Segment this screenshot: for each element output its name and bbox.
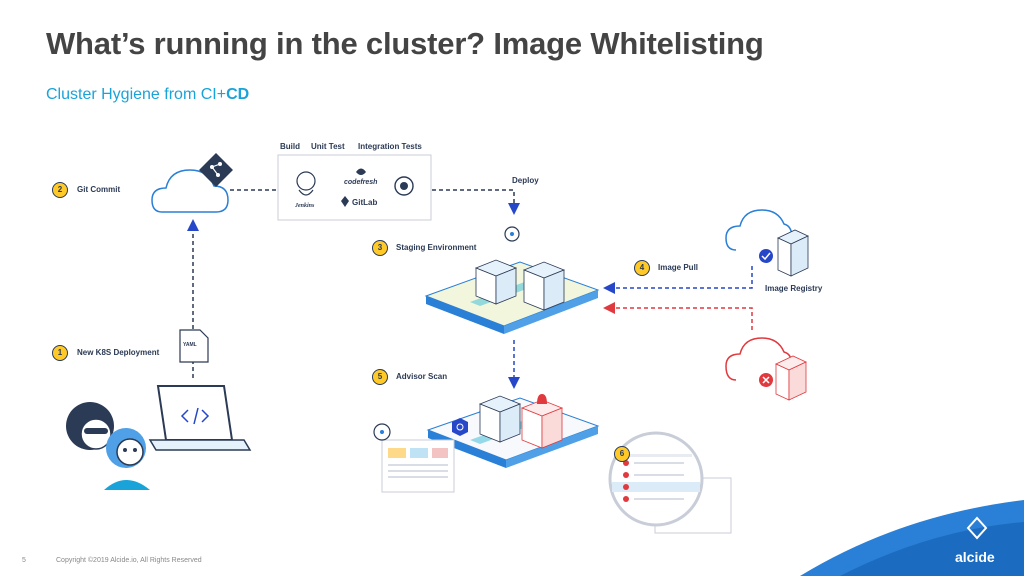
alert-bell-icon xyxy=(537,394,547,404)
step-1-badge: 1 xyxy=(52,345,68,361)
rejected-cloud-icon xyxy=(725,337,793,381)
slide-title: What’s running in the cluster? Image Whi… xyxy=(46,26,764,61)
laptop-icon xyxy=(148,385,252,451)
alcide-logo-icon xyxy=(966,516,988,540)
subtitle-bold: CD xyxy=(226,86,250,103)
step-1-label: New K8S Deployment xyxy=(77,348,160,357)
step-5-badge: 5 xyxy=(372,369,388,385)
git-icon xyxy=(199,153,233,187)
deploy-arrow xyxy=(432,189,520,215)
cloud-icon xyxy=(151,169,229,213)
step-3-label: Staging Environment xyxy=(396,243,477,252)
stage-integration-label: Integration Tests xyxy=(358,142,422,151)
container-cube xyxy=(478,395,522,443)
gitlab-icon xyxy=(341,196,349,207)
step-6-badge: 6 xyxy=(614,446,630,462)
step-4-label: Image Pull xyxy=(658,263,699,272)
kubernetes-icon xyxy=(452,418,468,436)
alcide-brand-text: alcide xyxy=(955,549,995,565)
step-2-badge: 2 xyxy=(52,182,68,198)
scanned-cluster xyxy=(426,394,600,468)
gitlab-label: GitLab xyxy=(352,198,378,207)
deploy-label: Deploy xyxy=(512,176,539,185)
codefresh-label: codefresh xyxy=(344,179,378,186)
step-4-badge: 4 xyxy=(634,260,650,276)
staging-cluster xyxy=(424,259,600,334)
rejected-cube-icon xyxy=(775,355,807,401)
codefresh-icon xyxy=(356,168,366,175)
x-badge-icon xyxy=(759,373,773,387)
registry-cube-icon xyxy=(777,229,809,277)
step-5-label: Advisor Scan xyxy=(396,372,448,381)
report-rows xyxy=(612,454,700,502)
stage-build-label: Build xyxy=(280,142,300,151)
alcide-mascot-icon xyxy=(504,226,520,242)
yaml-file-icon xyxy=(179,329,209,363)
slide-subtitle: Cluster Hygiene from CI+CD xyxy=(46,86,249,104)
jenkins-icon xyxy=(296,171,316,196)
stage-unit-test-label: Unit Test xyxy=(311,142,345,151)
helm-icon xyxy=(394,176,414,196)
container-cube xyxy=(522,261,566,311)
step-3-badge: 3 xyxy=(372,240,388,256)
image-registry-label: Image Registry xyxy=(765,284,823,293)
blocked-pull-arrow xyxy=(603,302,753,330)
copyright-text: Copyright ©2019 Alcide.io, All Rights Re… xyxy=(56,557,202,564)
page-number: 5 xyxy=(22,557,26,564)
check-badge-icon xyxy=(759,249,773,263)
subtitle-prefix: Cluster Hygiene from CI+ xyxy=(46,86,227,103)
flagged-container-cube xyxy=(520,399,564,449)
container-cube xyxy=(474,259,518,305)
developer-avatar-icon xyxy=(66,402,114,450)
yaml-label: YAML xyxy=(183,342,197,348)
image-pull-arrow xyxy=(603,266,753,294)
step-2-label: Git Commit xyxy=(77,185,121,194)
dashboard-screenshot xyxy=(381,439,455,493)
alcide-mascot-icon xyxy=(373,423,391,441)
developer-avatar-icon xyxy=(104,428,150,490)
registry-cloud-icon xyxy=(725,209,793,251)
jenkins-label: Jenkins xyxy=(295,203,315,209)
